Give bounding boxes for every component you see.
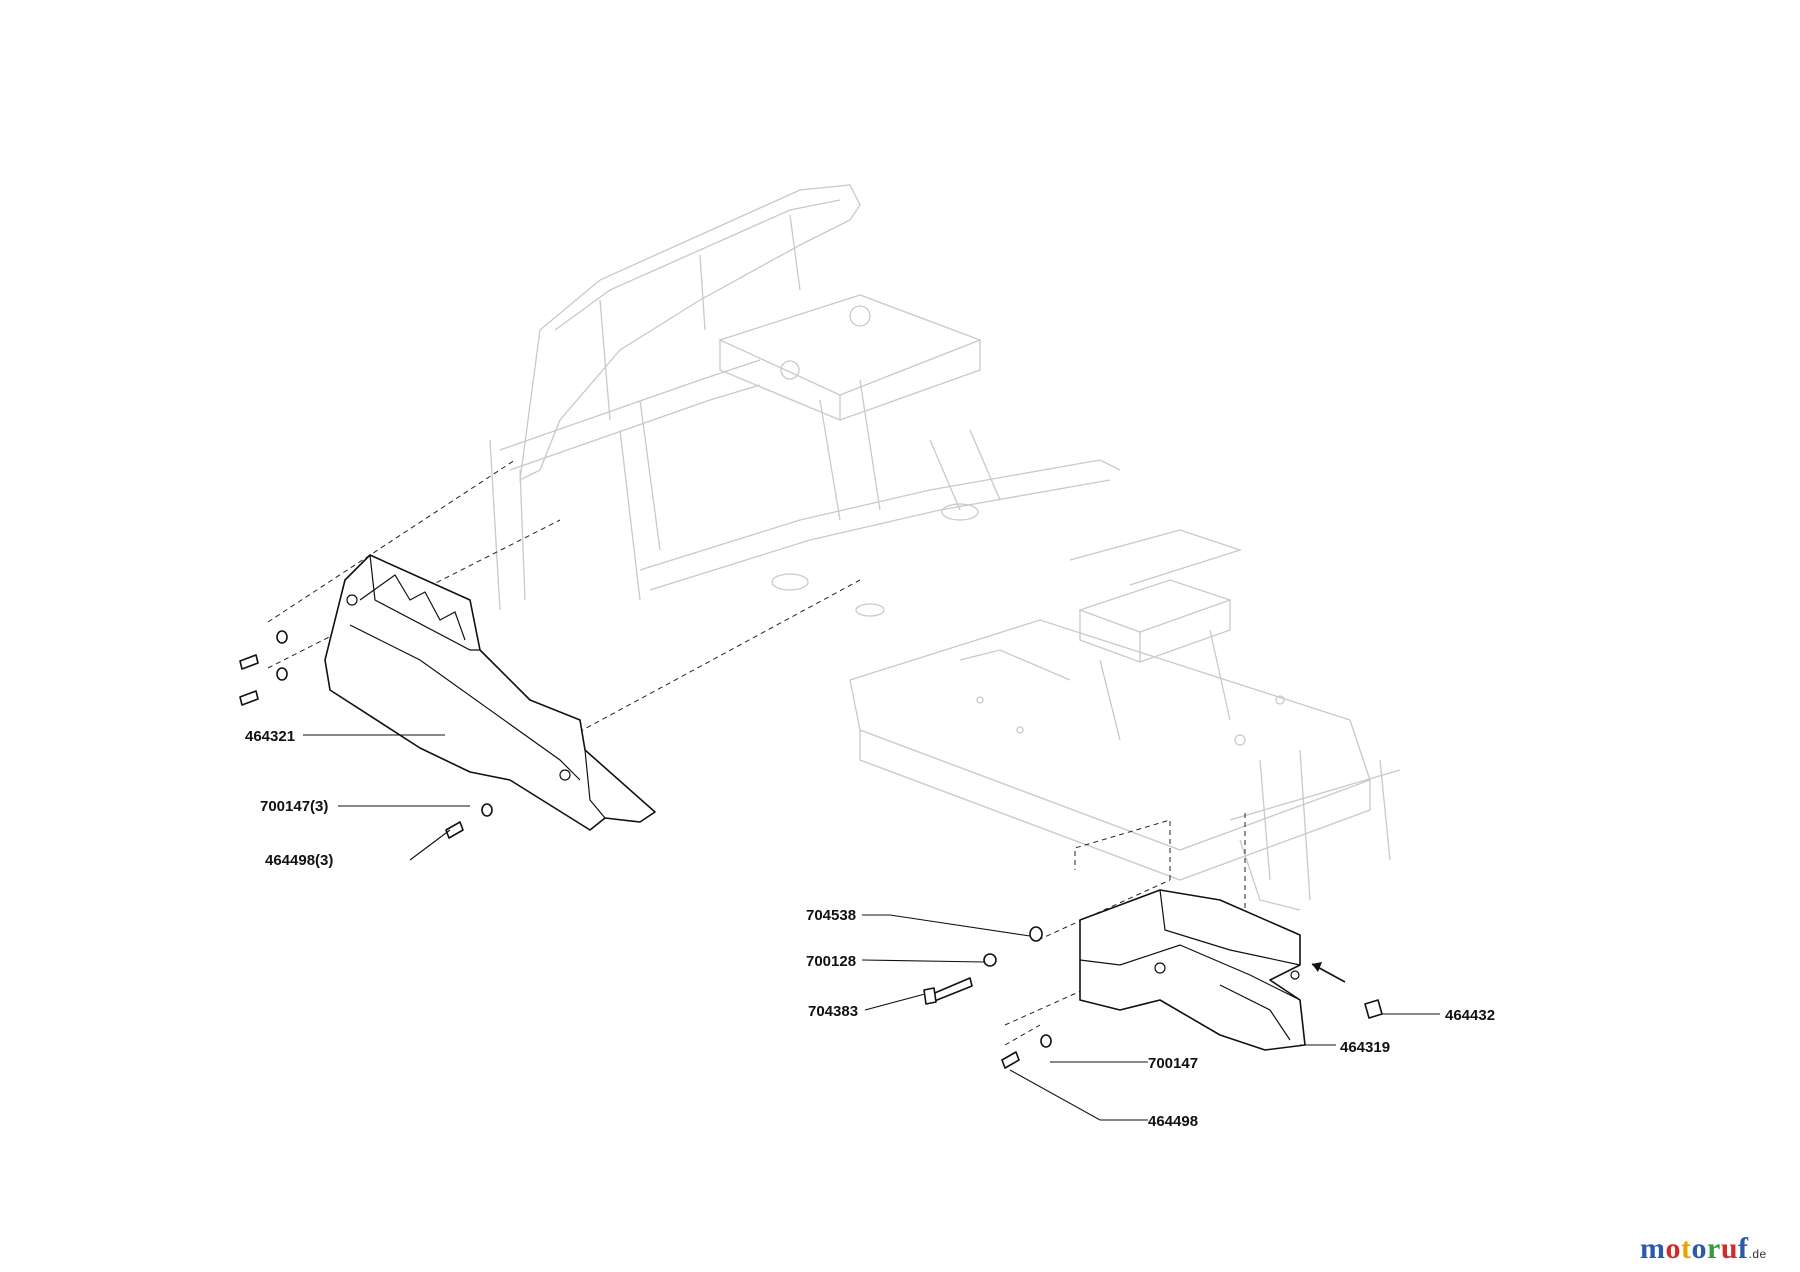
- left-fasteners: [239, 630, 493, 839]
- label-464432: 464432: [1445, 1007, 1495, 1024]
- logo-letter: t: [1681, 1232, 1692, 1265]
- label-700147: 700147: [1148, 1055, 1198, 1072]
- belt-cover-464321: [324, 554, 656, 831]
- logo-letter: m: [1640, 1232, 1666, 1265]
- label-700128: 700128: [806, 953, 856, 970]
- label-464498-3: 464498(3): [265, 852, 333, 869]
- logo-letter: o: [1665, 1232, 1681, 1265]
- logo-letter: f: [1738, 1232, 1749, 1265]
- label-704383: 704383: [808, 1003, 858, 1020]
- belt-cover-464319: [1079, 889, 1306, 1051]
- label-464498: 464498: [1148, 1113, 1198, 1130]
- leader-lines: [303, 734, 1440, 1121]
- logo-letter: o: [1691, 1232, 1707, 1265]
- label-704538: 704538: [806, 907, 856, 924]
- mower-frame: [489, 184, 1401, 911]
- label-700147-3: 700147(3): [260, 798, 328, 815]
- logo-letter: u: [1720, 1232, 1739, 1265]
- logo-letter: r: [1707, 1232, 1721, 1265]
- label-464321: 464321: [245, 728, 295, 745]
- motoruf-logo: motoruf.de: [1640, 1232, 1767, 1266]
- logo-suffix: .de: [1748, 1247, 1767, 1261]
- right-fasteners: [923, 926, 1383, 1069]
- label-464319: 464319: [1340, 1039, 1390, 1056]
- part-labels: 464321 700147(3) 464498(3) 704538 700128…: [245, 728, 1495, 1130]
